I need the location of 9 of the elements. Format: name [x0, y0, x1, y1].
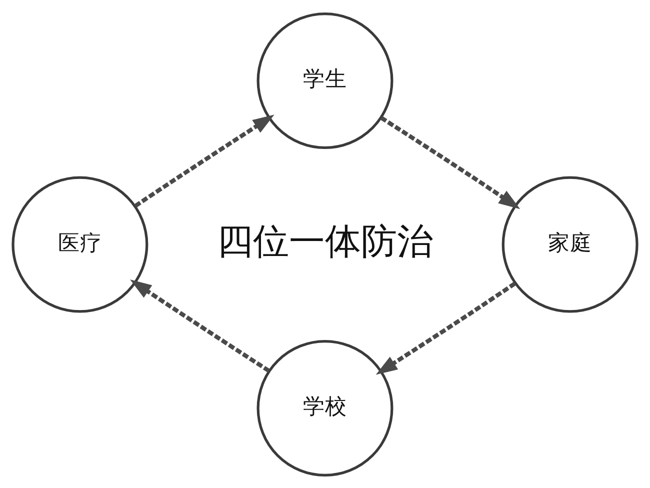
node-circle: 学校	[256, 340, 394, 476]
node-circle: 学生	[256, 12, 394, 148]
arrow	[380, 115, 520, 209]
arrow	[130, 279, 270, 372]
node-circle: 家庭	[502, 176, 638, 312]
arrow	[376, 281, 516, 374]
label: 四位一体防治	[217, 220, 433, 262]
arrow	[134, 114, 274, 208]
node-circle: 医疗	[12, 176, 148, 312]
